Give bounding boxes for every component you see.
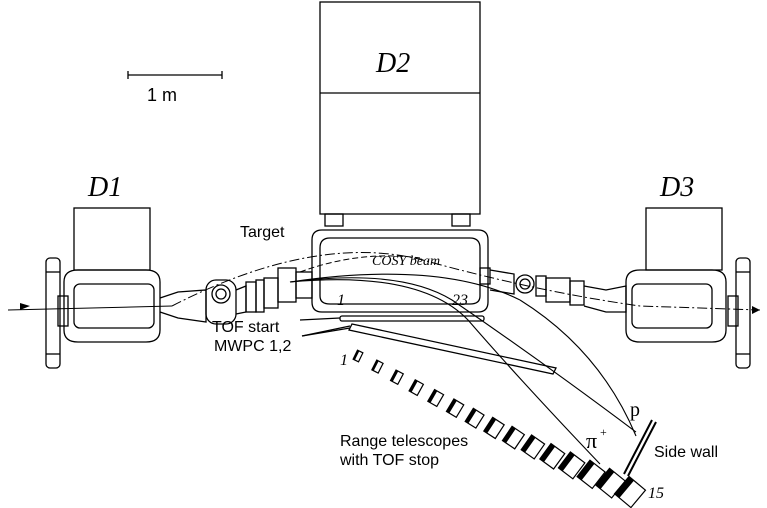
pi-plus-symbol: π bbox=[586, 428, 597, 453]
magnet-d3 bbox=[625, 207, 727, 343]
range-telescopes-label-line2: with TOF stop bbox=[339, 452, 439, 469]
scale-bar bbox=[127, 71, 223, 79]
range-telescopes-label-line1: Range telescopes bbox=[340, 433, 468, 450]
range-telescope-module bbox=[576, 459, 606, 490]
range-telescope-module bbox=[389, 369, 405, 386]
mwpc-label: MWPC 1,2 bbox=[214, 338, 291, 355]
range-telescope-module bbox=[352, 349, 364, 363]
flange-left bbox=[45, 257, 69, 369]
cosy-beam-label: COSY beam bbox=[372, 254, 440, 269]
range-telescope-module bbox=[557, 451, 586, 480]
beam-pipe-right bbox=[479, 267, 627, 313]
magnet-d2 bbox=[311, 1, 489, 313]
proton-label: p bbox=[630, 399, 640, 421]
particle-tracks bbox=[289, 273, 637, 465]
range-telescope-module bbox=[482, 416, 505, 440]
magnet-d1 bbox=[63, 207, 161, 343]
target-label: Target bbox=[240, 224, 285, 241]
range-telescopes bbox=[352, 349, 647, 508]
pi-plus-charge: + bbox=[600, 425, 607, 439]
range-telescope-module bbox=[408, 378, 425, 397]
scale-bar-label: 1 m bbox=[147, 85, 177, 105]
telescope-index-last: 15 bbox=[648, 485, 664, 502]
tof-start-index-first: 1 bbox=[337, 292, 345, 309]
range-telescope-module bbox=[520, 434, 546, 460]
range-telescope-module bbox=[371, 359, 384, 374]
flange-right bbox=[727, 257, 751, 369]
telescope-index-first: 1 bbox=[340, 352, 348, 369]
text-labels: 1 m D2 D1 D3 Target COSY beam 1 23 TOF s… bbox=[87, 48, 718, 502]
cosy-beam-path bbox=[7, 252, 761, 314]
range-telescope-module bbox=[539, 442, 566, 470]
tof-start-index-last: 23 bbox=[452, 292, 468, 309]
beam-pipe-left bbox=[159, 267, 313, 325]
side-wall bbox=[623, 419, 657, 477]
tof-start-label: TOF start bbox=[212, 319, 280, 336]
tof-start-paddle bbox=[299, 315, 485, 322]
range-telescope-module bbox=[613, 475, 647, 508]
range-telescope-module bbox=[464, 407, 485, 429]
mwpc-chambers bbox=[301, 323, 557, 375]
magnet-d2-label: D2 bbox=[375, 48, 410, 79]
range-telescope-module bbox=[445, 398, 465, 419]
magnet-d1-label: D1 bbox=[87, 172, 122, 203]
magnet-d3-label: D3 bbox=[659, 172, 694, 203]
range-telescope-module bbox=[501, 425, 526, 450]
side-wall-label: Side wall bbox=[654, 444, 718, 461]
range-telescope-module bbox=[426, 388, 445, 408]
